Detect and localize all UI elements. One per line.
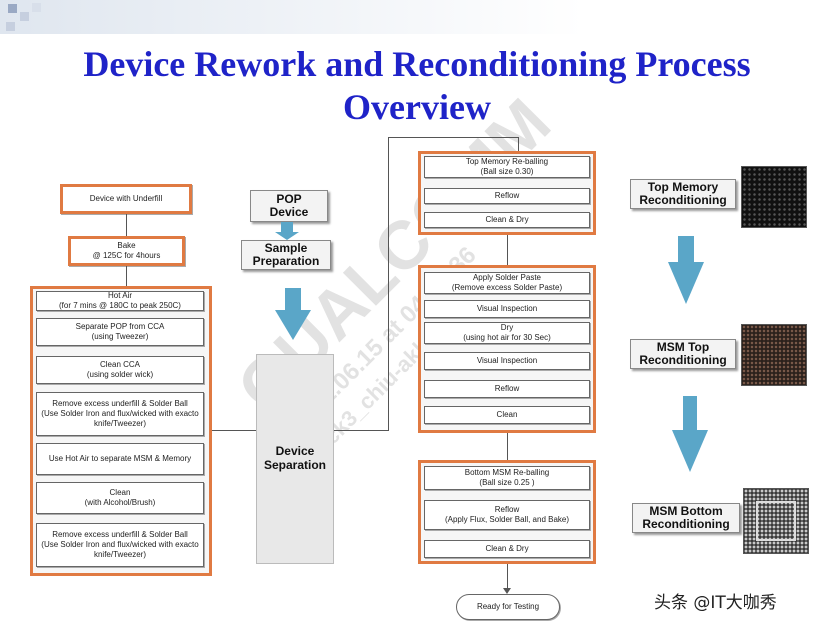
left-step-7-label: Remove excess underfill & Solder Ball (U… <box>41 530 199 559</box>
left-step-5-label: Use Hot Air to separate MSM & Memory <box>48 454 192 463</box>
top-memory-step-2-label: Reflow <box>494 191 520 200</box>
left-step-3-label: Clean CCA (using solder wick) <box>86 360 154 379</box>
down-arrow-icon <box>672 430 708 472</box>
top-memory-chip-image <box>741 166 807 228</box>
top-memory-step-3-box: Clean & Dry <box>424 212 590 228</box>
left-step-2-box: Separate POP from CCA (using Tweezer) <box>36 318 204 346</box>
msm-bottom-step-3-label: Clean & Dry <box>485 544 529 553</box>
top-memory-step-3-label: Clean & Dry <box>485 215 529 224</box>
down-arrow-icon <box>678 236 694 262</box>
down-arrow-icon <box>285 288 301 310</box>
top-memory-step-1-box: Top Memory Re-balling (Ball size 0.30) <box>424 156 590 178</box>
corner-decoration <box>0 0 834 34</box>
left-step-1-label: Hot Air (for 7 mins @ 180C to peak 250C) <box>59 291 181 310</box>
msm-top-step-2-box: Visual Inspection <box>424 300 590 318</box>
msm-top-step-6-label: Clean <box>496 410 518 419</box>
left-step-5-box: Use Hot Air to separate MSM & Memory <box>36 443 204 475</box>
left-step-4-box: Remove excess underfill & Solder Ball (U… <box>36 392 204 436</box>
left-step-4-label: Remove excess underfill & Solder Ball (U… <box>41 399 199 428</box>
left-step-6-box: Clean (with Alcohol/Brush) <box>36 482 204 514</box>
msm-top-step-4-label: Visual Inspection <box>476 356 538 365</box>
msm-top-step-5-label: Reflow <box>494 384 520 393</box>
device-with-underfill-label: Device with Underfill <box>89 194 163 203</box>
msm-bottom-chip-image <box>743 488 809 554</box>
msm-bottom-step-3-box: Clean & Dry <box>424 540 590 558</box>
down-arrow-icon <box>275 310 311 340</box>
left-step-6-label: Clean (with Alcohol/Brush) <box>84 488 156 507</box>
slide-title-line2: Overview <box>343 87 491 127</box>
msm-top-step-3-box: Dry (using hot air for 30 Sec) <box>424 322 590 344</box>
msm-bottom-step-1-box: Bottom MSM Re-balling (Ball size 0.25 ) <box>424 466 590 490</box>
left-step-2-label: Separate POP from CCA (using Tweezer) <box>75 322 165 341</box>
msm-top-reconditioning-label: MSM Top Reconditioning <box>630 339 736 369</box>
msm-top-step-5-box: Reflow <box>424 380 590 398</box>
top-memory-step-1-label: Top Memory Re-balling (Ball size 0.30) <box>465 157 549 176</box>
down-arrow-icon <box>683 396 697 430</box>
device-with-underfill-box: Device with Underfill <box>60 184 192 214</box>
left-step-3-box: Clean CCA (using solder wick) <box>36 356 204 384</box>
device-separation-label: Device Separation <box>263 444 326 472</box>
down-arrow-icon <box>275 232 299 240</box>
ready-for-testing-node: Ready for Testing <box>456 594 560 620</box>
top-memory-step-2-box: Reflow <box>424 188 590 204</box>
device-separation-panel <box>256 354 334 564</box>
left-step-7-box: Remove excess underfill & Solder Ball (U… <box>36 523 204 567</box>
ready-for-testing-label: Ready for Testing <box>476 602 540 611</box>
msm-top-step-1-box: Apply Solder Paste (Remove excess Solder… <box>424 272 590 294</box>
msm-top-step-2-label: Visual Inspection <box>476 304 538 313</box>
down-arrow-icon <box>281 222 293 232</box>
down-arrow-icon <box>668 262 704 304</box>
bake-box: Bake @ 125C for 4hours <box>68 236 185 266</box>
msm-bottom-step-1-label: Bottom MSM Re-balling (Ball size 0.25 ) <box>464 468 550 487</box>
msm-top-step-3-label: Dry (using hot air for 30 Sec) <box>463 323 551 342</box>
bake-label: Bake @ 125C for 4hours <box>92 241 161 260</box>
left-step-1-box: Hot Air (for 7 mins @ 180C to peak 250C) <box>36 291 204 311</box>
msm-top-step-6-box: Clean <box>424 406 590 424</box>
sample-preparation-label: Sample Preparation <box>241 240 331 270</box>
msm-top-step-4-box: Visual Inspection <box>424 352 590 370</box>
msm-bottom-step-2-label: Reflow (Apply Flux, Solder Ball, and Bak… <box>444 505 570 524</box>
msm-bottom-step-2-box: Reflow (Apply Flux, Solder Ball, and Bak… <box>424 500 590 530</box>
pop-device-label: POP Device <box>250 190 328 222</box>
msm-top-step-1-label: Apply Solder Paste (Remove excess Solder… <box>451 273 563 292</box>
top-memory-reconditioning-label: Top Memory Reconditioning <box>630 179 736 209</box>
msm-top-chip-image <box>741 324 807 386</box>
msm-bottom-reconditioning-label: MSM Bottom Reconditioning <box>632 503 740 533</box>
slide-title-line1: Device Rework and Reconditioning Process <box>83 44 751 84</box>
credit-text: 头条 @IT大咖秀 <box>654 593 777 613</box>
